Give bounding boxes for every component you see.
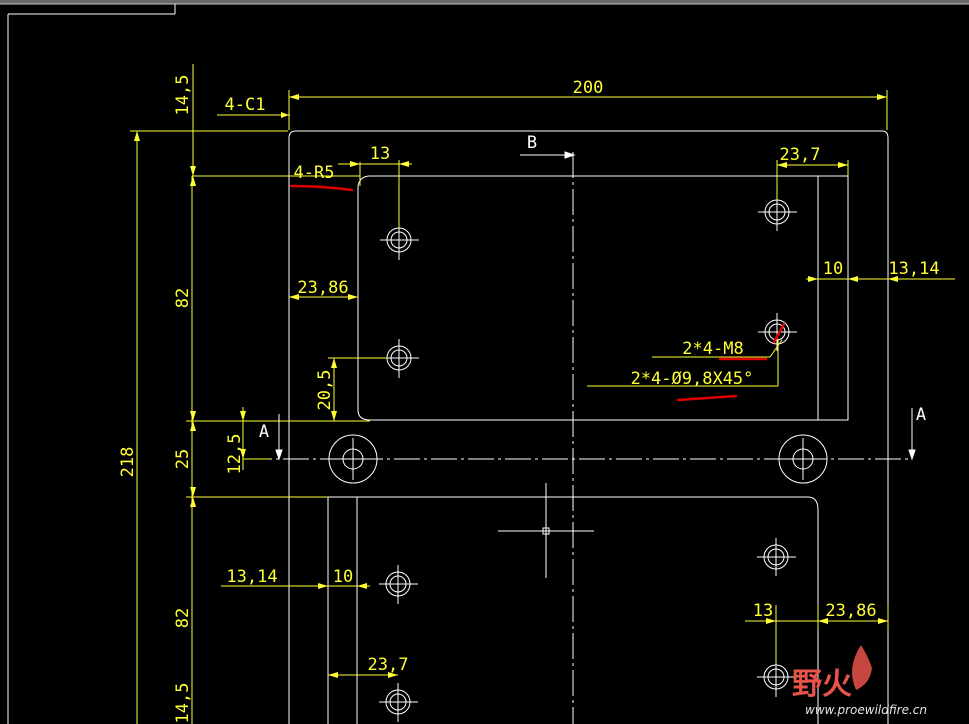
part-geometry — [288, 130, 889, 724]
dim-23-86-left: 23,86 — [297, 278, 348, 298]
thread-callout: 2*4-M8 — [682, 339, 743, 359]
dim-14-5-top: 14,5 — [173, 75, 193, 116]
section-label-b: B — [527, 133, 537, 153]
flame-icon — [852, 645, 872, 690]
center-lines — [246, 152, 912, 724]
lower-pocket-outer — [327, 496, 819, 724]
section-indicators — [275, 151, 916, 461]
dim-23-86-right: 23,86 — [825, 601, 876, 621]
window-top-strip — [0, 0, 969, 4]
dim-10-bottom: 10 — [333, 567, 353, 587]
dim-10-top: 10 — [823, 259, 843, 279]
dim-23-7-bottom: 23,7 — [368, 655, 409, 675]
watermark-logo-text: 野火 — [792, 667, 852, 702]
dim-13-14-top: 13,14 — [888, 259, 939, 279]
section-label-a-left: A — [259, 422, 269, 442]
dim-25: 25 — [173, 449, 193, 469]
dim-chamfer: 4-C1 — [225, 95, 266, 115]
dim-12-5: 12,5 — [225, 434, 245, 475]
dim-20-5: 20,5 — [315, 370, 335, 411]
outer-outline — [288, 130, 889, 724]
dim-13-top: 13 — [370, 144, 390, 164]
dim-23-7-top: 23,7 — [780, 145, 821, 165]
watermark-url: www.proewildfire.cn — [805, 703, 927, 717]
watermark: 野火 www.proewildfire.cn — [792, 645, 927, 717]
dim-fillet: 4-R5 — [294, 163, 335, 183]
dimension-lines — [130, 64, 955, 724]
section-label-a-right: A — [916, 405, 926, 425]
cursor-crosshair — [498, 483, 594, 578]
red-markup — [289, 184, 786, 402]
dim-82-top: 82 — [173, 288, 193, 308]
counterbore-callout: 2*4-Ø9,8X45° — [631, 369, 754, 389]
dim-82-bottom: 82 — [173, 608, 193, 628]
dim-13-14-bottom: 13,14 — [226, 567, 277, 587]
section-letters: A A B — [259, 133, 926, 442]
dim-200: 200 — [573, 78, 604, 98]
dimension-labels: 200 4-C1 4-R5 13 23,7 10 13,14 23,86 2*4… — [118, 75, 940, 724]
dim-14-5-bottom: 14,5 — [173, 683, 193, 724]
dimension-arrows — [134, 94, 898, 678]
dim-218: 218 — [118, 447, 138, 478]
dim-13-bottom: 13 — [753, 601, 773, 621]
upper-pocket — [357, 175, 849, 421]
